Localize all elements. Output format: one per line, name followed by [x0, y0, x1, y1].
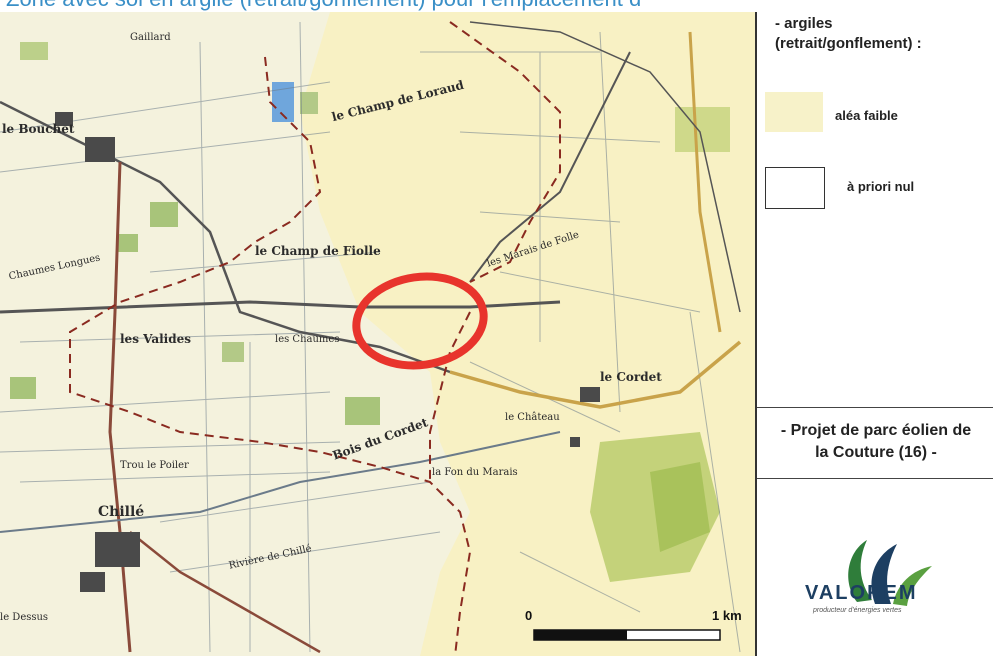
field-boundaries [0, 21, 741, 653]
scale-bar [533, 629, 721, 641]
place-label: le Cordet [600, 370, 662, 384]
forest-patch [20, 42, 48, 60]
place-label: les Valides [120, 332, 192, 346]
topographic-map[interactable]: le Bouchet Gaillard le Champ de Loraud l… [0, 12, 755, 656]
commune-boundary [429, 311, 471, 482]
place-label: les Chaumes [275, 334, 340, 345]
place-label: Chillé [98, 504, 145, 520]
legend-label: à priori nul [847, 179, 915, 194]
place-label: Trou le Poiler [120, 460, 189, 471]
legend-title-line: (retrait/gonflement) : [775, 35, 922, 52]
legend-title: - argiles (retrait/gonflement) : [775, 14, 922, 54]
commune-boundary [449, 21, 561, 283]
commune-boundary [69, 56, 472, 656]
forest-patch [150, 202, 178, 227]
forest-patch [222, 342, 244, 362]
legend-title-line: - argiles [775, 15, 833, 32]
place-label: le Dessus [0, 612, 49, 623]
legend-panel: - argiles (retrait/gonflement) : aléa fa… [755, 12, 993, 656]
map-canvas [0, 12, 755, 656]
legend-label: aléa faible [835, 108, 898, 123]
forest-patch [118, 234, 138, 252]
place-label: Gaillard [130, 32, 171, 43]
map-title: Zone avec sol en argile (retrait/gonflem… [6, 0, 645, 12]
project-caption-line: la Couture (16) - [815, 444, 937, 461]
pond [272, 82, 294, 122]
brand-tagline: producteur d'énergies vertes [813, 607, 902, 614]
legend-swatch-nul [765, 167, 825, 209]
project-caption-line: - Projet de parc éolien de [780, 422, 972, 439]
place-label: la Fon du Marais [432, 467, 518, 478]
valorem-logo-icon [848, 540, 932, 606]
forest-patch [10, 377, 36, 399]
project-zone-circle[interactable] [350, 269, 489, 374]
village-buildings [55, 112, 600, 592]
place-label: le Champ de Fiolle [255, 244, 381, 258]
forest-patch [650, 462, 710, 552]
scale-start-label: 0 [525, 608, 533, 623]
forest-patch [345, 397, 380, 425]
brand-name: VALOREM [805, 582, 918, 604]
legend-swatch-faible [765, 92, 823, 132]
place-label: le Château [505, 412, 560, 423]
place-label: le Bouchet [2, 122, 75, 136]
forest-patch [300, 92, 318, 114]
project-caption: - Projet de parc éolien de la Couture (1… [757, 407, 993, 479]
scale-end-label: 1 km [712, 608, 742, 623]
